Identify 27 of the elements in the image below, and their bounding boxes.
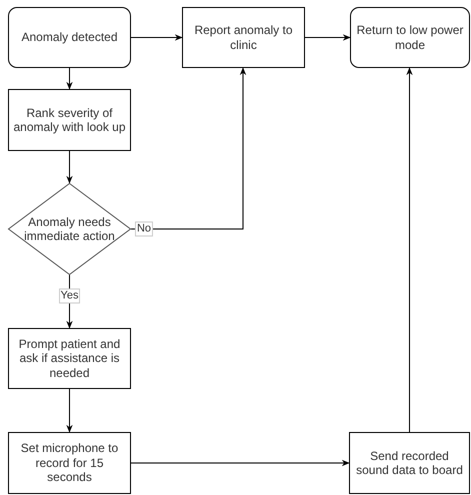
node-label: Prompt patient and ask if assistance is needed (18, 336, 122, 380)
process-box (8, 432, 131, 494)
terminal-box (350, 7, 470, 68)
decision-diamond (8, 183, 131, 275)
process-box (8, 328, 131, 389)
node-label: Anomaly detected (20, 30, 119, 45)
process-box (8, 89, 131, 151)
arrow (406, 67, 413, 432)
arrow (66, 150, 73, 184)
node-label: Send recorded sound data to board (355, 448, 464, 478)
arrow (304, 34, 351, 41)
arrow (130, 460, 350, 466)
process-box (349, 432, 470, 494)
node-label: Rank severity of anomaly with look up (12, 106, 127, 134)
arrow (66, 68, 73, 90)
node-label: Return to low power mode (356, 23, 464, 52)
edge-label: No (134, 222, 154, 236)
node-label: Set microphone to record for 15 seconds (20, 441, 120, 485)
node-label: Anomaly needs immediate action (23, 214, 116, 244)
process-box (182, 7, 305, 68)
arrow (130, 34, 183, 41)
terminal-box (8, 7, 131, 68)
edge-label: Yes (58, 288, 80, 304)
node-label: Report anomaly to clinic (193, 23, 294, 52)
arrow (130, 67, 246, 230)
arrow (66, 274, 73, 329)
arrow (66, 388, 73, 433)
